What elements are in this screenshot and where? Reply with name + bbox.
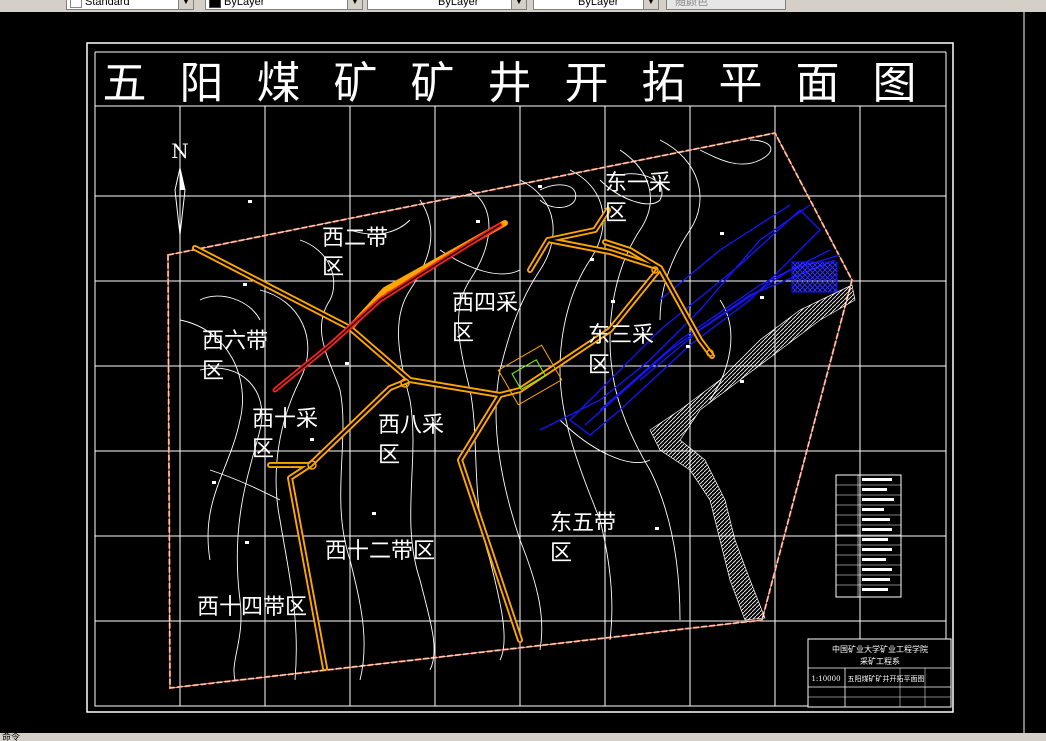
zone-label-west14: 西十四带区 <box>197 595 307 620</box>
zone-label-west10: 西十采 <box>252 407 318 432</box>
hatched-bank <box>649 284 856 621</box>
zone-label-west2: 西二带 <box>322 226 388 251</box>
chevron-down-icon[interactable]: ▼ <box>178 0 193 9</box>
linetype-combo[interactable]: ByLayer ▼ <box>367 0 527 10</box>
status-bar: 命令 <box>0 733 1046 741</box>
drawing-canvas[interactable]: 五阳煤矿矿井开拓平面图 <box>0 12 1046 733</box>
zone-label-east5: 东五带 <box>550 511 616 536</box>
zone-label-west12: 西十二带区 <box>325 539 435 564</box>
lineweight-value: ByLayer <box>578 0 619 8</box>
shaft-yard-inner <box>511 359 546 391</box>
legend-table <box>835 474 902 598</box>
roadways <box>192 207 715 671</box>
text-style-value: Standard <box>85 0 130 8</box>
river-hatch-area <box>791 261 838 293</box>
zone-label-east3-2: 区 <box>588 353 610 378</box>
title-block-dept: 采矿工程系 <box>860 656 900 666</box>
north-label: N <box>171 139 189 163</box>
drawing-title: 五阳煤矿矿井开拓平面图 <box>103 58 950 109</box>
shaft-marker <box>400 378 410 388</box>
plotstyle-value: 随颜色 <box>675 0 708 8</box>
zone-labels: 东一采 区 西二带 区 西四采 区 东三采 区 西六带 区 西十采 区 西八采 … <box>197 171 671 620</box>
lineweight-combo[interactable]: ByLayer ▼ <box>533 0 659 10</box>
zone-label-west8: 西八采 <box>378 413 444 438</box>
contour-lines <box>179 139 772 681</box>
title-block-drawing-name: 五阳煤矿矿井开拓平面图 <box>848 674 925 683</box>
zone-label-west4-2: 区 <box>452 321 474 346</box>
title-block-scale: 1:10000 <box>811 675 840 683</box>
layer-color-value: ByLayer <box>224 0 265 8</box>
zone-label-west6-2: 区 <box>202 359 224 384</box>
text-style-icon <box>70 0 82 8</box>
shaft-marker <box>706 349 714 357</box>
zone-label-west10-2: 区 <box>252 437 274 462</box>
zone-label-west4: 西四采 <box>452 291 518 316</box>
north-arrow: N <box>171 139 189 236</box>
drawing-svg: 五阳煤矿矿井开拓平面图 <box>86 12 1025 733</box>
title-block: 中国矿业大学矿业工程学院 采矿工程系 1:10000 五阳煤矿矿井开拓平面图 <box>807 638 952 708</box>
layer-color-combo[interactable]: ByLayer ▼ <box>205 0 363 10</box>
plotstyle-combo[interactable]: 随颜色 <box>666 0 786 10</box>
text-style-combo[interactable]: Standard ▼ <box>66 0 194 10</box>
toolbar: Standard ▼ ByLayer ▼ ByLayer ▼ ByLayer ▼… <box>0 0 1046 12</box>
zone-label-east5-2: 区 <box>550 541 572 566</box>
linetype-value: ByLayer <box>438 0 479 8</box>
shaft-yard <box>497 344 563 406</box>
chevron-down-icon[interactable]: ▼ <box>643 0 658 9</box>
zone-label-east1: 东一采 <box>605 171 671 196</box>
outer-frame <box>86 42 954 713</box>
chevron-down-icon[interactable]: ▼ <box>347 0 362 9</box>
mine-boundary-inner <box>167 132 853 689</box>
shaft-marker <box>307 460 317 470</box>
shaft-marker <box>651 266 659 274</box>
zone-label-east1-2: 区 <box>605 201 627 226</box>
chevron-down-icon[interactable]: ▼ <box>511 0 526 9</box>
status-text: 命令 <box>2 733 21 741</box>
zone-label-east3: 东三采 <box>588 323 654 348</box>
zone-label-west8-2: 区 <box>378 443 400 468</box>
color-swatch-icon <box>209 0 221 8</box>
survey-markers <box>212 185 764 544</box>
zone-label-west6: 西六带 <box>202 329 268 354</box>
zone-label-west2-2: 区 <box>322 255 344 280</box>
title-block-school: 中国矿业大学矿业工程学院 <box>832 644 928 654</box>
